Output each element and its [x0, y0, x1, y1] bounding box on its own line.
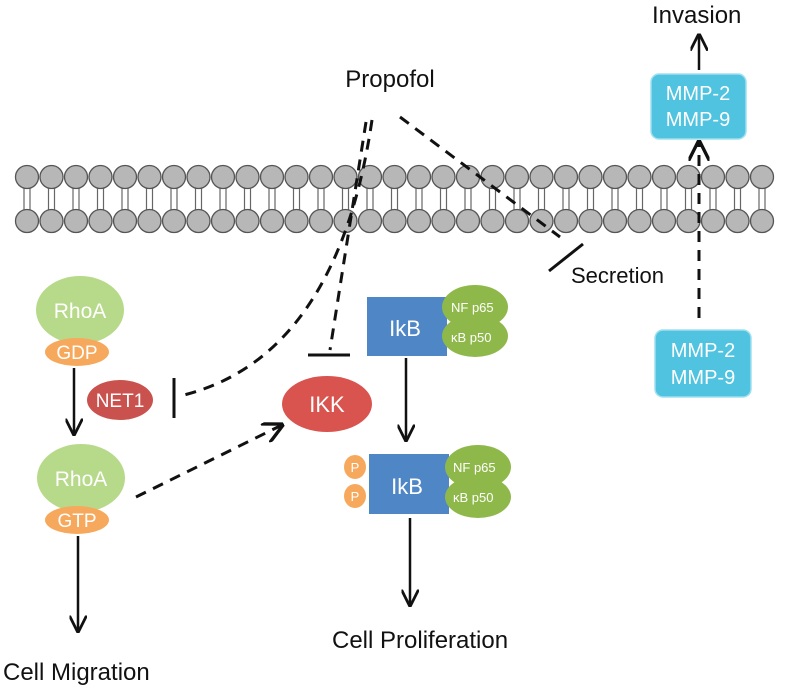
- lipid-head: [14, 208, 40, 234]
- lipid-head: [578, 208, 603, 234]
- lipid-head: [63, 164, 89, 190]
- lipid-head: [749, 164, 775, 190]
- rhoa-gdp-complex: RhoA GDP: [36, 276, 124, 366]
- lipid-head: [259, 208, 285, 234]
- lipid-head: [431, 208, 456, 234]
- lipid-head: [700, 164, 726, 190]
- lipid-head: [284, 164, 309, 190]
- mmp9-intracellular-label: MMP-9: [671, 367, 735, 389]
- lipid-head: [578, 164, 603, 190]
- lipid-head: [161, 208, 187, 234]
- mmp2-intracellular-label: MMP-2: [671, 340, 735, 362]
- lipid-head: [602, 208, 628, 234]
- mmp2-extracellular-label: MMP-2: [666, 83, 730, 105]
- lipid-head: [39, 164, 64, 190]
- lipid-head: [186, 164, 211, 190]
- rhoa-gtp-label: RhoA: [55, 468, 108, 491]
- lipid-head: [357, 164, 383, 190]
- lipid-head: [63, 208, 89, 234]
- lipid-head: [553, 208, 579, 234]
- mmp-box-intracellular: MMP-2 MMP-9: [654, 329, 752, 398]
- rhoa-gdp-label: RhoA: [54, 300, 107, 323]
- propofol-secretion-inhibition-line: [399, 115, 561, 239]
- lipid-head: [504, 208, 530, 234]
- propofol-net1-inhibition-line: [179, 119, 374, 398]
- kb-p50-label: κB p50: [451, 330, 491, 345]
- nf-p65-label: NF p65: [451, 300, 494, 315]
- lipid-head: [14, 164, 40, 190]
- phosphate-label-2: P: [351, 489, 360, 504]
- lipid-head: [455, 208, 481, 234]
- rhoa-gtp-complex: RhoA GTP: [37, 444, 125, 534]
- lipid-head: [725, 164, 750, 190]
- lipid-head: [504, 164, 530, 190]
- lipid-head: [382, 208, 407, 234]
- phospho-ikb-label: IkB: [391, 474, 423, 499]
- gtp-label: GTP: [57, 511, 96, 532]
- ikk-label: IKK: [309, 392, 345, 417]
- kb-p50-phospho-label: κB p50: [453, 490, 493, 505]
- lipid-head: [39, 208, 64, 234]
- lipid-head: [651, 164, 677, 190]
- net1-node: NET1: [87, 380, 153, 420]
- ikk-node: IKK: [282, 376, 372, 432]
- lipid-head: [553, 164, 579, 190]
- ikb-label: IkB: [389, 316, 421, 341]
- lipid-head: [529, 208, 554, 234]
- lipid-head: [749, 208, 775, 234]
- lipid-head: [235, 208, 260, 234]
- cell-proliferation-label: Cell Proliferation: [332, 627, 508, 654]
- cell-membrane: [14, 164, 775, 234]
- lipid-head: [529, 164, 554, 190]
- rhoa-to-ikk-arrow: [135, 425, 282, 499]
- lipid-head: [210, 208, 236, 234]
- phospho-ikb-nfkb-complex: IkB NF p65 κB p50 P P: [344, 445, 511, 518]
- lipid-head: [235, 164, 260, 190]
- lipid-head: [137, 208, 162, 234]
- gdp-label: GDP: [56, 343, 97, 364]
- lipid-head: [333, 208, 358, 234]
- lipid-head: [676, 208, 701, 234]
- lipid-head: [112, 164, 138, 190]
- mmp-box-extracellular: MMP-2 MMP-9: [650, 73, 747, 140]
- lipid-head: [137, 164, 162, 190]
- phosphate-label-1: P: [351, 460, 360, 475]
- lipid-head: [602, 164, 628, 190]
- nf-p65-phospho-label: NF p65: [453, 460, 496, 475]
- lipid-head: [210, 164, 236, 190]
- lipid-head: [333, 164, 358, 190]
- propofol-ikk-inhibition-line: [328, 121, 368, 351]
- lipid-head: [186, 208, 211, 234]
- lipid-head: [88, 208, 113, 234]
- net1-label: NET1: [96, 391, 145, 412]
- lipid-head: [700, 208, 726, 234]
- ikb-nfkb-complex: IkB NF p65 κB p50: [367, 285, 508, 357]
- lipid-head: [259, 164, 285, 190]
- secretion-inhibition-bar: [548, 242, 584, 273]
- lipid-head: [308, 164, 334, 190]
- lipid-head: [308, 208, 334, 234]
- lipid-head: [88, 164, 113, 190]
- secretion-label: Secretion: [571, 263, 664, 288]
- lipid-head: [112, 208, 138, 234]
- lipid-head: [382, 164, 407, 190]
- lipid-head: [651, 208, 677, 234]
- lipid-head: [627, 208, 652, 234]
- lipid-head: [284, 208, 309, 234]
- cell-migration-label: Cell Migration: [3, 659, 150, 686]
- lipid-head: [406, 164, 432, 190]
- propofol-label: Propofol: [345, 66, 434, 93]
- lipid-head: [627, 164, 652, 190]
- lipid-head: [161, 164, 187, 190]
- invasion-label: Invasion: [652, 2, 741, 29]
- lipid-head: [480, 208, 505, 234]
- lipid-head: [357, 208, 383, 234]
- mmp9-extracellular-label: MMP-9: [666, 109, 730, 131]
- lipid-head: [676, 164, 701, 190]
- lipid-head: [725, 208, 750, 234]
- lipid-head: [406, 208, 432, 234]
- lipid-head: [431, 164, 456, 190]
